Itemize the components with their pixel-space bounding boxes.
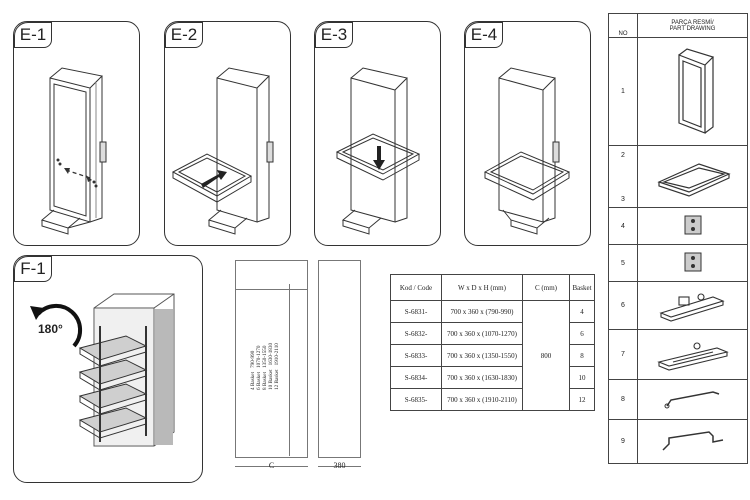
table-row: 8: [608, 379, 748, 420]
table-row: 5: [608, 244, 748, 282]
code-cell: S-6834-: [390, 366, 442, 389]
part-drawing-cell: [637, 145, 748, 208]
part-number: 9: [608, 419, 638, 464]
code-cell: S-6832-: [390, 322, 442, 345]
depth-dimension-line: [318, 466, 361, 467]
table-row: 1: [608, 37, 748, 146]
part-number: 1: [608, 37, 638, 146]
part-number: 2: [621, 152, 625, 159]
basket-mounted-illustration: [483, 67, 571, 235]
side-view-outline: [318, 260, 361, 458]
bracket-block-icon: [684, 215, 701, 235]
parts-table: NO PARÇA RESMİ/ PART DRAWING 1 2 3: [608, 13, 748, 464]
table-row: 6: [608, 281, 748, 330]
dims-cell: 700 x 360 x (790-990): [441, 300, 523, 323]
basket-cell: 10: [569, 366, 595, 389]
spec-table: Kod / Code W x D x H (mm) C (mm) Basket …: [390, 274, 595, 411]
spec-header-row: Kod / Code W x D x H (mm) C (mm) Basket: [390, 274, 595, 301]
part-drawing-cell: [637, 244, 748, 282]
height-dimension-line: [289, 284, 290, 456]
basket-cell: 8: [569, 344, 595, 367]
step-label: E-3: [315, 22, 353, 48]
part-drawing-cell: [637, 379, 748, 420]
rail-slide-icon: [656, 341, 729, 371]
table-row: 2 3: [608, 145, 748, 208]
part-drawing-cell: [637, 419, 748, 464]
step-panel-e2: E-2: [164, 21, 291, 246]
cabinet-divider-line: [235, 289, 308, 290]
basket-cell: 6: [569, 322, 595, 345]
bracket-block-icon: [684, 252, 701, 272]
width-label: C: [268, 461, 275, 470]
part-number: 4: [608, 207, 638, 245]
c-value-cell: 800: [522, 300, 570, 411]
table-row: S-6834- 700 x 360 x (1630-1830) 10: [390, 366, 595, 389]
table-row: S-6831- 700 x 360 x (790-990) 800 4: [390, 300, 595, 411]
column-header: Kod / Code: [390, 274, 442, 301]
basket-cell: 12: [569, 388, 595, 411]
table-row: 9: [608, 419, 748, 464]
width-dimension-line: [235, 466, 308, 467]
front-view-outline: [235, 260, 308, 458]
frame-icon: [677, 47, 714, 134]
drawing-header: PARÇA RESMİ/ PART DRAWING: [637, 13, 748, 38]
basket-tray-icon: [656, 162, 731, 197]
cabinet-rotation-illustration: [30, 293, 175, 447]
step-panel-e1: E-1: [13, 21, 140, 246]
part-number: 3: [621, 196, 625, 203]
rail-mechanism-icon: [658, 292, 725, 322]
part-number: 6: [608, 281, 638, 330]
part-drawing-cell: [637, 207, 748, 245]
table-row: 7: [608, 329, 748, 380]
basket-lower-illustration: [335, 67, 421, 235]
code-cell: S-6831-: [390, 300, 442, 323]
column-header: W x D x H (mm): [441, 274, 523, 301]
handle-bar-icon: [661, 430, 723, 451]
no-header: NO: [608, 13, 638, 38]
step-label: E-2: [165, 22, 203, 48]
step-label: F-1: [14, 256, 52, 282]
dims-cell: 700 x 360 x (1070-1270): [441, 322, 523, 345]
table-row: 4: [608, 207, 748, 245]
column-header: C (mm): [522, 274, 570, 301]
step-panel-e3: E-3: [314, 21, 441, 246]
table-row: S-6835- 700 x 360 x (1910-2110) 12: [390, 388, 595, 411]
depth-label: 380: [333, 461, 346, 470]
step-panel-e4: E-4: [464, 21, 591, 246]
part-drawing-cell: [637, 329, 748, 380]
code-cell: S-6835-: [390, 388, 442, 411]
column-header: Basket: [569, 274, 595, 301]
part-drawing-cell: [637, 37, 748, 146]
part-number: 5: [608, 244, 638, 282]
dims-cell: 700 x 360 x (1910-2110): [441, 388, 523, 411]
step-label: E-4: [465, 22, 503, 48]
part-number-cell: 2 3: [608, 145, 638, 208]
dims-cell: 700 x 360 x (1630-1830): [441, 366, 523, 389]
handle-bar-icon: [664, 390, 719, 408]
step-panel-f1: F-1 180°: [13, 255, 203, 483]
part-drawing-cell: [637, 281, 748, 330]
drawing-header-line2: PART DRAWING: [669, 25, 716, 32]
step-label: E-1: [14, 22, 52, 48]
table-row: S-6833- 700 x 360 x (1350-1550) 8: [390, 344, 595, 367]
rotation-label: 180°: [38, 322, 63, 336]
basket-cell: 4: [569, 300, 595, 323]
part-number: 8: [608, 379, 638, 420]
basket-insert-illustration: [171, 67, 274, 235]
dims-cell: 700 x 360 x (1350-1550): [441, 344, 523, 367]
drawing-header-line1: PARÇA RESMİ/: [671, 19, 714, 26]
part-number: 7: [608, 329, 638, 380]
frame-assembly-illustration: [40, 67, 107, 235]
code-cell: S-6833-: [390, 344, 442, 367]
parts-header-row: NO PARÇA RESMİ/ PART DRAWING: [608, 13, 748, 38]
